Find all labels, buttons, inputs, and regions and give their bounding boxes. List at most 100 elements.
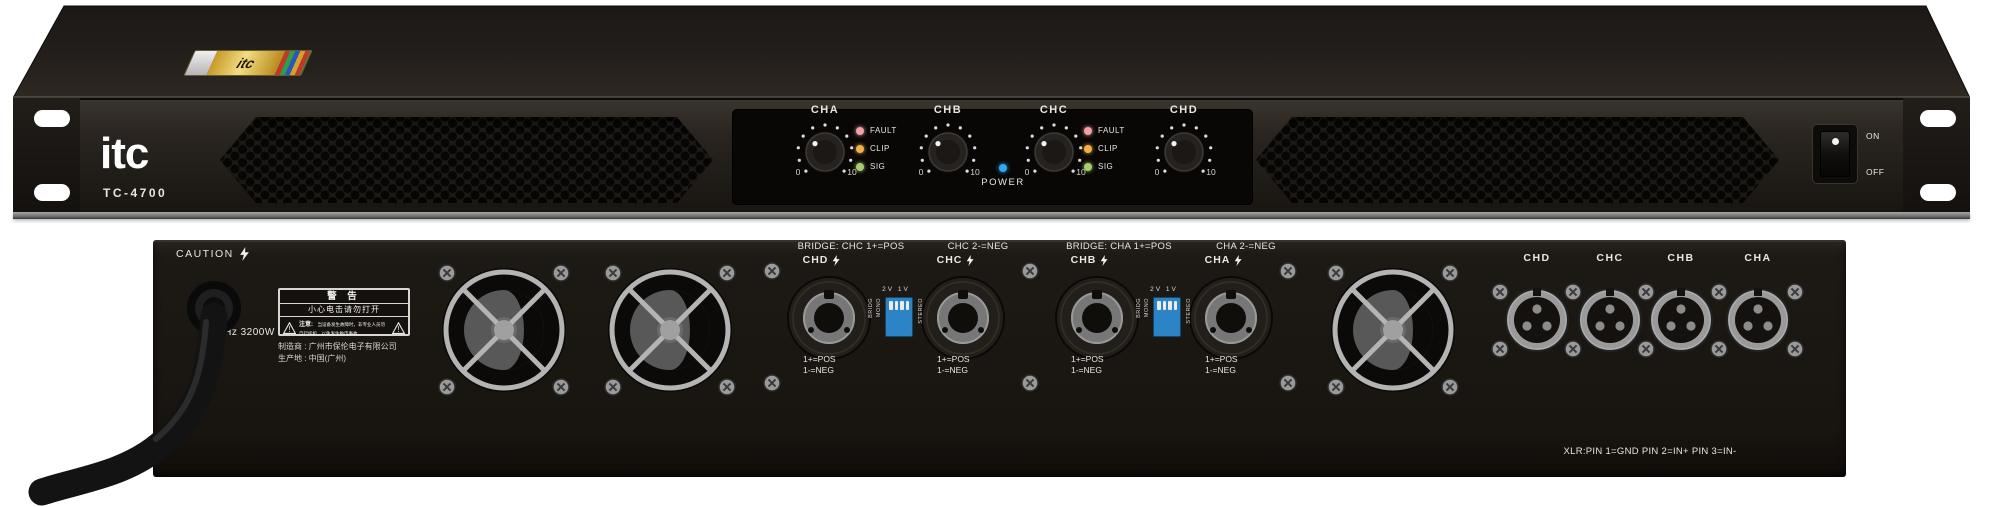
warning-note-label: 注意: — [299, 322, 313, 328]
screw — [763, 262, 781, 280]
top-sticker: itc — [183, 50, 313, 76]
knob-scale-min: 0 — [1024, 167, 1030, 177]
screw — [1637, 340, 1655, 358]
channel-label-chb: CHB — [933, 104, 963, 116]
wiring-neg: 1-=NEG — [1071, 365, 1102, 375]
screw — [1786, 340, 1804, 358]
screw — [1786, 283, 1804, 301]
xlr-pinout: XLR:PIN 1=GND PIN 2=IN+ PIN 3=IN- — [1563, 446, 1737, 457]
screw — [763, 374, 781, 392]
led-label-fault: FAULT — [1098, 126, 1125, 135]
speakon-channel-text: CHA — [1204, 254, 1231, 266]
dip-voltage-labels: 2V 1V — [1150, 286, 1178, 293]
led-label-sig: SIG — [870, 162, 886, 171]
led-clip — [1084, 145, 1092, 153]
speakon-channel-text: CHB — [1070, 254, 1097, 266]
wiring-pos: 1+=POS — [803, 354, 836, 364]
rocker[interactable] — [1820, 131, 1850, 177]
rack-hole — [34, 110, 70, 127]
fan-grille — [595, 255, 745, 405]
gain-knob-chd[interactable] — [1152, 120, 1216, 184]
xlr-label: CHB — [1667, 252, 1695, 264]
dip-mode-label-mono: MONO — [876, 298, 882, 318]
speakon-channel-label: CHB — [1071, 254, 1108, 266]
wiring-neg: 1-=NEG — [937, 365, 968, 375]
bridge-label: CHA 2-=NEG — [1216, 241, 1276, 252]
knob-scale-min: 0 — [1154, 167, 1160, 177]
power-label: POWER — [981, 177, 1025, 188]
led-fault — [1084, 127, 1092, 135]
screw — [1491, 340, 1509, 358]
svg-text:!: ! — [288, 325, 290, 334]
rocker-dot — [1832, 138, 1839, 145]
high-voltage-icon — [1234, 254, 1242, 266]
caution-text: CAUTION — [176, 248, 234, 260]
speakon-channel-text: CHC — [936, 254, 963, 266]
dip-switch-body[interactable] — [885, 297, 913, 337]
screw — [1279, 374, 1297, 392]
xlr-label: CHC — [1596, 252, 1624, 264]
gain-knob-chb[interactable] — [916, 120, 980, 184]
sticker-brand: itc — [206, 51, 286, 75]
dip-voltage-labels: 2V 1V — [882, 286, 910, 293]
power-rating: 50Hz 3200W — [212, 327, 275, 338]
mode-dip-switch[interactable]: 2V 1V BRIDG MONO STEREO — [866, 286, 926, 348]
bridge-label: BRIDGE: CHA 1+=POS — [1066, 241, 1172, 252]
mode-dip-switch[interactable]: 2V 1V BRIDG MONO STEREO — [1134, 286, 1194, 348]
speakon-channel-label: CHC — [937, 254, 974, 266]
power-led — [999, 164, 1007, 172]
channel-label-cha: CHA — [810, 104, 840, 116]
dip-mode-label-bridg: BRIDG — [1136, 298, 1142, 318]
knob-scale-min: 0 — [795, 167, 801, 177]
dip-switch-body[interactable] — [1153, 297, 1181, 337]
xlr-label: CHD — [1523, 252, 1551, 264]
rack-hole — [1920, 110, 1956, 127]
brand-logo: itc — [100, 129, 149, 178]
screw — [1710, 283, 1728, 301]
speakon-output-chc — [913, 268, 1013, 368]
fan-grille — [429, 255, 579, 405]
power-switch[interactable] — [1812, 124, 1858, 184]
svg-text:!: ! — [397, 325, 399, 334]
led-label-sig: SIG — [1098, 162, 1114, 171]
warning-triangle-icon: ! — [283, 321, 296, 334]
dip-mode-label-stereo: STEREO — [918, 298, 924, 324]
speakon-channel-label: CHA — [1205, 254, 1242, 266]
wiring-neg: 1-=NEG — [803, 365, 834, 375]
bridge-label: CHC 2-=NEG — [947, 241, 1009, 252]
high-voltage-icon — [966, 254, 974, 266]
gain-knob-chc[interactable] — [1022, 120, 1086, 184]
speakon-channel-label: CHD — [803, 254, 840, 266]
bottom-rail — [13, 212, 1970, 219]
manufacturer-text: 制造商 : 广州市保伦电子有限公司 — [278, 342, 397, 351]
grille-left — [220, 117, 713, 203]
wiring-pos: 1+=POS — [1205, 354, 1238, 364]
xlr-input-chd — [1497, 280, 1577, 360]
channel-label-chd: CHD — [1169, 104, 1199, 116]
screw — [1021, 374, 1039, 392]
wiring-pos: 1+=POS — [937, 354, 970, 364]
top-panel — [13, 5, 1970, 98]
warning-label: 警 告 小心电击请勿打开 ! 注意: 当设备发生故障时，非专业人员勿自行拆机，以… — [278, 288, 410, 336]
power-cord — [28, 281, 241, 506]
screw — [1710, 340, 1728, 358]
wiring-pos: 1+=POS — [1071, 354, 1104, 364]
speakon-channel-text: CHD — [802, 254, 829, 266]
dip-mode-label-bridg: BRIDG — [868, 298, 874, 318]
gain-knob-cha[interactable] — [793, 120, 857, 184]
led-sig — [1084, 163, 1092, 171]
screw — [1491, 283, 1509, 301]
xlr-input-cha — [1718, 280, 1798, 360]
screw — [1564, 283, 1582, 301]
screw — [1279, 262, 1297, 280]
screw — [1021, 262, 1039, 280]
high-voltage-icon — [1100, 254, 1108, 266]
speakon-output-chb — [1047, 268, 1147, 368]
warning-note-text: 当设备发生故障时，非专业人员勿自行拆机，以免发生触电事故。 — [299, 322, 385, 336]
bridge-label: BRIDGE: CHC 1+=POS — [797, 241, 905, 252]
